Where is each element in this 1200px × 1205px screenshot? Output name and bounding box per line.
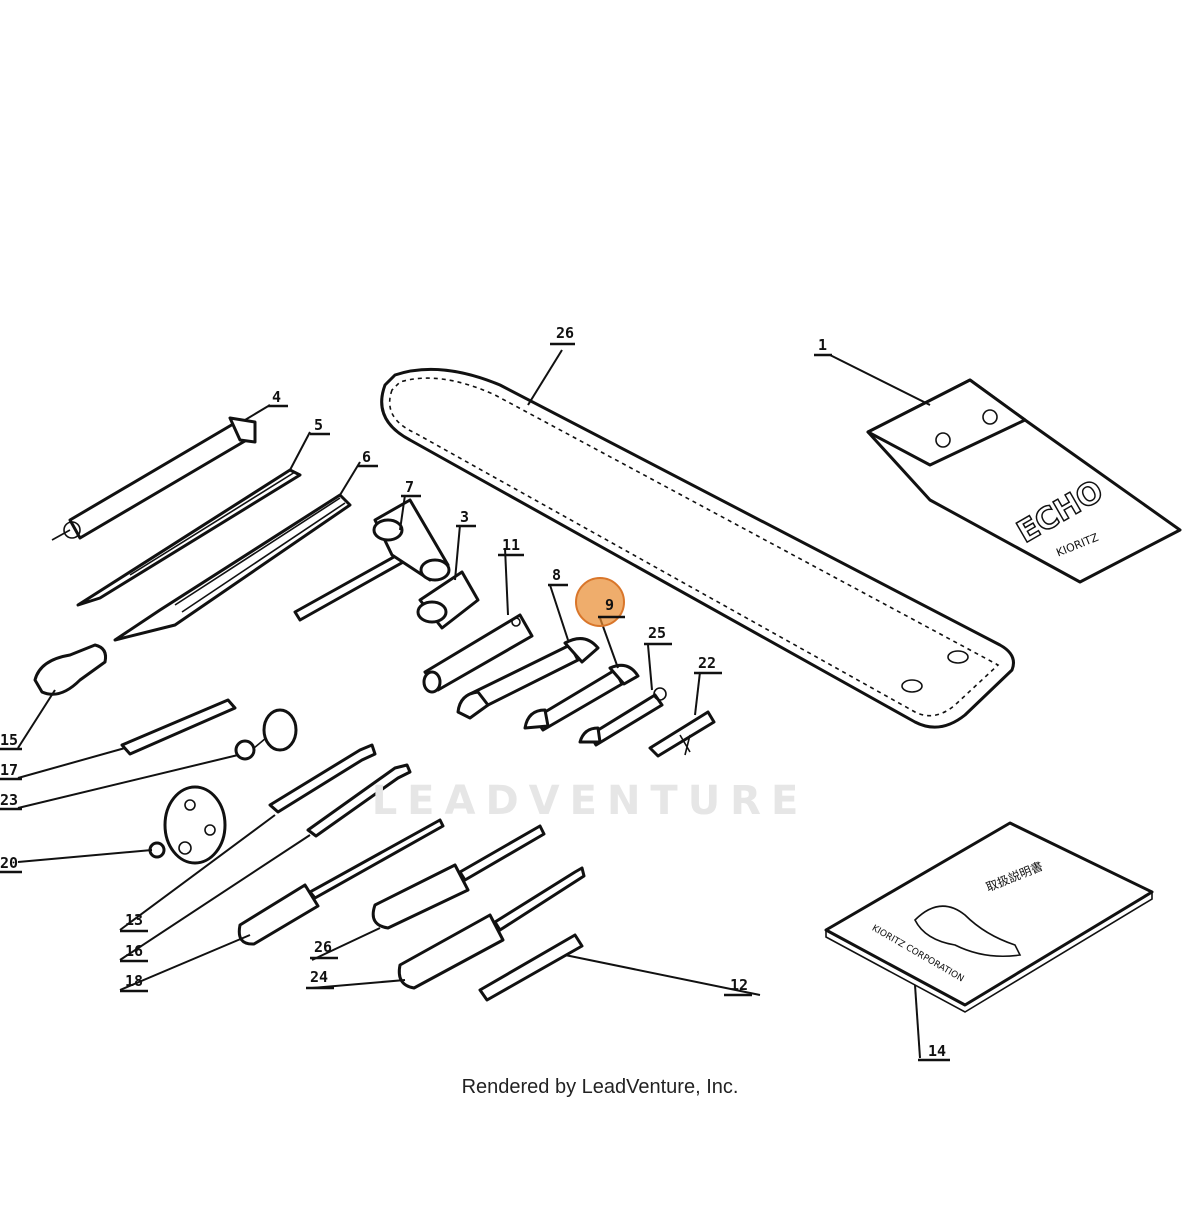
handle-part[interactable] xyxy=(33,643,107,696)
svg-text:8: 8 xyxy=(552,566,561,584)
callout-11[interactable]: 11 xyxy=(498,536,524,557)
callout-6[interactable]: 6 xyxy=(358,448,378,468)
round-file-part[interactable] xyxy=(76,468,302,607)
svg-text:1: 1 xyxy=(818,336,827,354)
callout-24[interactable]: 24 xyxy=(306,968,334,990)
svg-text:24: 24 xyxy=(310,968,328,986)
open-wrench-8-part[interactable] xyxy=(456,637,600,720)
callout-13[interactable]: 13 xyxy=(120,911,148,933)
pin-part[interactable] xyxy=(478,933,584,1002)
callout-26-top[interactable]: 26 xyxy=(550,324,575,346)
svg-text:16: 16 xyxy=(125,942,143,960)
svg-text:4: 4 xyxy=(272,388,281,406)
svg-text:3: 3 xyxy=(460,508,469,526)
screwdriver-18-part[interactable] xyxy=(237,818,445,946)
hex-key-13-part[interactable] xyxy=(268,743,377,814)
open-wrench-25-part[interactable] xyxy=(578,687,667,747)
sprocket-puller-part[interactable] xyxy=(148,785,227,865)
svg-text:12: 12 xyxy=(730,976,748,994)
callout-20[interactable]: 20 xyxy=(0,854,22,874)
svg-text:13: 13 xyxy=(125,911,143,929)
footer-credit: Rendered by LeadVenture, Inc. xyxy=(461,1076,739,1098)
svg-text:25: 25 xyxy=(648,624,666,642)
plug-wrench-part[interactable] xyxy=(293,498,451,622)
callout-1[interactable]: 1 xyxy=(814,336,832,357)
svg-text:6: 6 xyxy=(362,448,371,466)
clip-part[interactable] xyxy=(120,698,237,756)
flat-file-part[interactable] xyxy=(113,493,352,642)
callout-26-bottom[interactable]: 26 xyxy=(310,938,338,960)
svg-text:26: 26 xyxy=(314,938,332,956)
open-wrench-9-part[interactable] xyxy=(523,663,640,732)
svg-text:9: 9 xyxy=(605,596,614,614)
box-wrench-part[interactable] xyxy=(416,570,480,630)
callout-16[interactable]: 16 xyxy=(120,942,148,963)
callout-15[interactable]: 15 xyxy=(0,731,22,751)
knob-part[interactable] xyxy=(234,708,298,761)
file-holder-part[interactable] xyxy=(51,416,257,541)
screwdriver-26-part[interactable] xyxy=(371,824,546,930)
callout-5[interactable]: 5 xyxy=(310,416,330,436)
svg-text:15: 15 xyxy=(0,731,18,749)
svg-text:26: 26 xyxy=(556,324,574,342)
tube-wrench-part[interactable] xyxy=(422,613,534,694)
callout-25[interactable]: 25 xyxy=(644,624,672,646)
svg-text:11: 11 xyxy=(502,536,520,554)
svg-text:5: 5 xyxy=(314,416,323,434)
callout-3[interactable]: 3 xyxy=(456,508,476,528)
callout-12[interactable]: 12 xyxy=(724,976,752,997)
callout-4[interactable]: 4 xyxy=(268,388,288,408)
svg-text:18: 18 xyxy=(125,972,143,990)
callout-8[interactable]: 8 xyxy=(548,566,568,587)
svg-text:14: 14 xyxy=(928,1042,946,1060)
screwdriver-24-part[interactable] xyxy=(397,866,586,990)
svg-text:17: 17 xyxy=(0,761,18,779)
callout-9[interactable]: 9 xyxy=(598,596,625,619)
manual-part[interactable]: 取扱説明書 KIORITZ CORPORATION xyxy=(824,821,1154,1013)
bar-cover-part[interactable] xyxy=(380,367,1015,729)
svg-text:7: 7 xyxy=(405,478,414,496)
callout-22[interactable]: 22 xyxy=(694,654,722,675)
watermark-text: LEADVENTURE xyxy=(371,778,809,824)
small-tool-22-part[interactable] xyxy=(648,710,716,758)
callout-18[interactable]: 18 xyxy=(120,972,148,993)
svg-text:23: 23 xyxy=(0,791,18,809)
svg-text:20: 20 xyxy=(0,854,18,872)
svg-text:22: 22 xyxy=(698,654,716,672)
callout-7[interactable]: 7 xyxy=(401,478,421,498)
callout-labels: 26 1 4 5 6 7 3 11 8 9 25 22 15 17 23 20 … xyxy=(0,324,950,1062)
hex-key-16-part[interactable] xyxy=(306,763,412,838)
highlight-marker[interactable] xyxy=(575,577,625,627)
callout-17[interactable]: 17 xyxy=(0,761,22,781)
tool-case-part[interactable]: ECHO KIORITZ xyxy=(866,378,1182,584)
callout-14[interactable]: 14 xyxy=(918,1042,950,1062)
leader-lines xyxy=(17,349,931,1059)
callout-23[interactable]: 23 xyxy=(0,791,22,811)
